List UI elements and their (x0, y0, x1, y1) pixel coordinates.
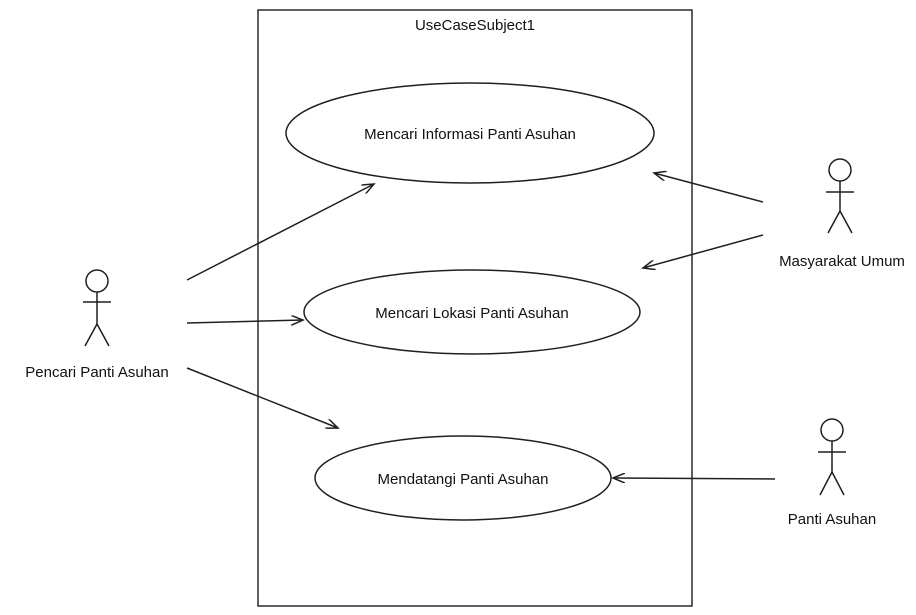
actor-masyarakat-umum[interactable]: Masyarakat Umum (779, 158, 905, 270)
use-case-label: Mencari Informasi Panti Asuhan (364, 126, 576, 143)
association-pencari-to-lokasi (186, 320, 303, 323)
actor-stick-figure-icon (826, 158, 854, 234)
association-masyarakat-to-informasi (654, 173, 764, 203)
actor-panti-asuhan[interactable]: Panti Asuhan (788, 418, 876, 528)
actor-pencari-panti-asuhan[interactable]: Pencari Panti Asuhan (25, 269, 169, 381)
subject-title: UseCaseSubject1 (415, 17, 535, 34)
association-pencari-to-informasi (186, 184, 374, 281)
association-pencari-to-mendatangi (186, 367, 338, 428)
association-panti-to-mendatangi (613, 478, 776, 479)
actor-label: Masyarakat Umum (779, 253, 905, 270)
actor-label: Pencari Panti Asuhan (25, 364, 168, 381)
actor-stick-figure-icon (83, 269, 111, 347)
association-masyarakat-to-lokasi (643, 234, 764, 268)
use-case-label: Mencari Lokasi Panti Asuhan (375, 305, 568, 322)
actor-stick-figure-icon (818, 418, 846, 496)
use-case-mencari-informasi[interactable]: Mencari Informasi Panti Asuhan (285, 82, 655, 184)
use-case-label: Mendatangi Panti Asuhan (378, 471, 549, 488)
actor-label: Panti Asuhan (788, 511, 876, 528)
use-case-mencari-lokasi[interactable]: Mencari Lokasi Panti Asuhan (303, 269, 641, 355)
use-case-mendatangi[interactable]: Mendatangi Panti Asuhan (314, 435, 612, 521)
